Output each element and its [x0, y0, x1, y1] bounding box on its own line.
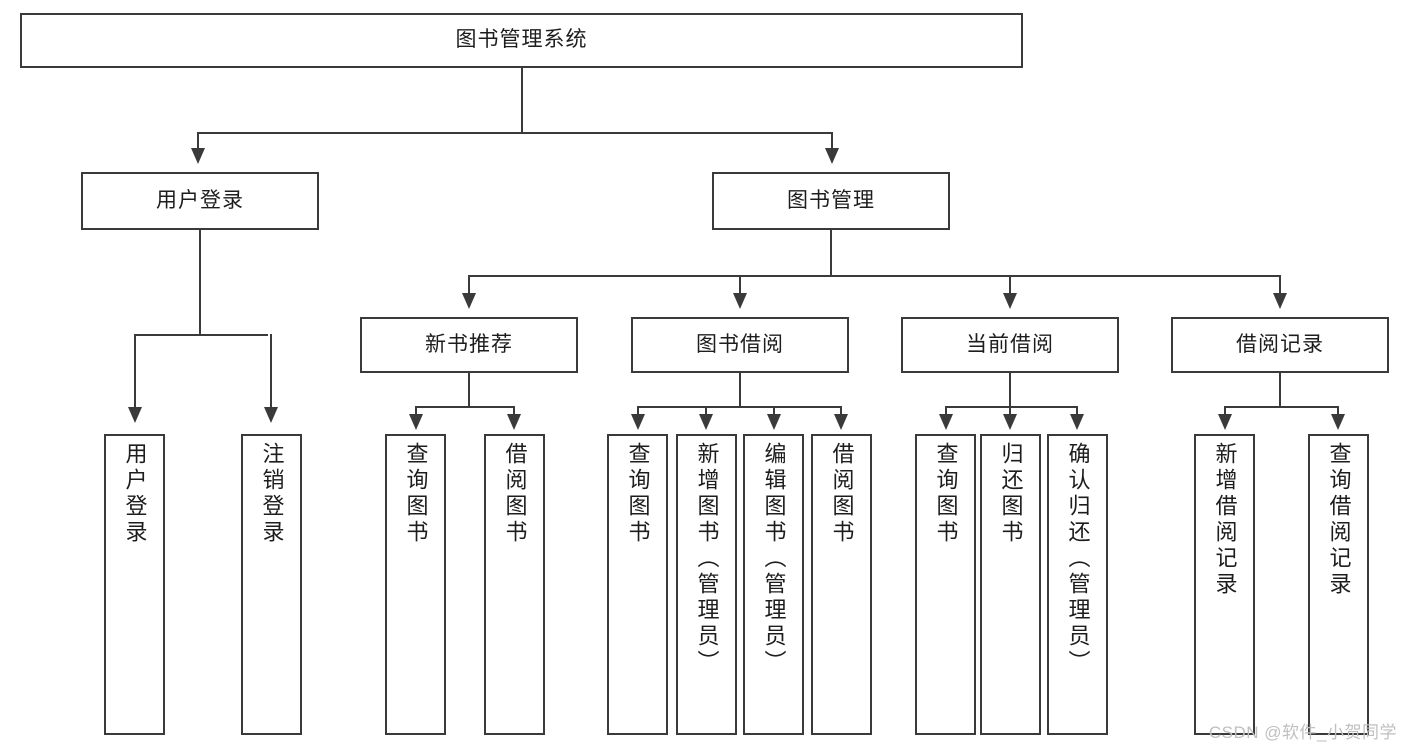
arrow-root-to-book-management — [825, 148, 839, 164]
connector-current-borrow-child-2 — [1009, 406, 1011, 418]
node-label: 当前借阅 — [966, 332, 1054, 356]
connector-new-book-child-2 — [513, 406, 515, 418]
node-label: 确认归还（管理员） — [1065, 442, 1091, 676]
leaf-borrow-book-recommend[interactable]: 借阅图书 — [484, 434, 545, 735]
node-user-login[interactable]: 用户登录 — [81, 172, 319, 230]
connector-borrow-record-bus — [1224, 406, 1339, 408]
node-label: 用户登录 — [122, 442, 148, 546]
arrow-current-borrow-child-2 — [1003, 414, 1017, 430]
node-new-book-recommend[interactable]: 新书推荐 — [360, 317, 578, 373]
connector-current-borrow-bus — [945, 406, 1078, 408]
node-label: 图书借阅 — [696, 332, 784, 356]
leaf-borrow-book[interactable]: 借阅图书 — [811, 434, 872, 735]
connector-current-borrow-child-1 — [945, 406, 947, 418]
leaf-return-book[interactable]: 归还图书 — [980, 434, 1041, 735]
leaf-user-login[interactable]: 用户登录 — [104, 434, 165, 735]
node-label: 新增借阅记录 — [1212, 442, 1238, 598]
node-label: 新增图书（管理员） — [694, 442, 720, 676]
arrow-bm-to-book-borrow — [733, 293, 747, 309]
connector-bm-to-borrow-record — [1279, 275, 1281, 295]
arrow-book-borrow-child-4 — [834, 414, 848, 430]
connector-borrow-record-child-2 — [1337, 406, 1339, 418]
node-label: 查询图书 — [933, 442, 959, 546]
connector-user-login-child-1 — [134, 334, 136, 409]
arrow-new-book-child-1 — [409, 414, 423, 430]
node-label: 借阅图书 — [829, 442, 855, 546]
arrow-current-borrow-child-1 — [939, 414, 953, 430]
node-label: 新书推荐 — [425, 332, 513, 356]
connector-borrow-record-child-1 — [1224, 406, 1226, 418]
connector-root-to-book-management — [831, 132, 833, 150]
connector-book-borrow-bus — [637, 406, 841, 408]
leaf-confirm-return-admin[interactable]: 确认归还（管理员） — [1047, 434, 1108, 735]
connector-root-bus — [197, 132, 833, 134]
arrow-user-login-child-2 — [264, 407, 278, 423]
arrow-book-borrow-child-1 — [631, 414, 645, 430]
arrow-book-borrow-child-2 — [699, 414, 713, 430]
arrow-bm-to-current-borrow — [1003, 293, 1017, 309]
node-label: 用户登录 — [156, 188, 244, 212]
connector-user-login-bus — [134, 334, 268, 336]
arrow-book-borrow-child-3 — [767, 414, 781, 430]
leaf-logout[interactable]: 注销登录 — [241, 434, 302, 735]
node-label: 编辑图书（管理员） — [761, 442, 787, 676]
node-label: 图书管理 — [787, 188, 875, 212]
arrow-user-login-child-1 — [128, 407, 142, 423]
node-book-borrow[interactable]: 图书借阅 — [631, 317, 849, 373]
connector-current-borrow-stem — [1009, 373, 1011, 407]
connector-book-borrow-stem — [739, 373, 741, 407]
connector-book-management-stem — [830, 230, 832, 276]
connector-root-to-user-login — [197, 132, 199, 150]
connector-borrow-record-stem — [1279, 373, 1281, 407]
node-label: 借阅记录 — [1236, 332, 1324, 356]
arrow-bm-to-borrow-record — [1273, 293, 1287, 309]
arrow-current-borrow-child-3 — [1070, 414, 1084, 430]
arrow-bm-to-new-book — [462, 293, 476, 309]
leaf-add-book-admin[interactable]: 新增图书（管理员） — [676, 434, 737, 735]
node-book-management[interactable]: 图书管理 — [712, 172, 950, 230]
arrow-borrow-record-child-1 — [1218, 414, 1232, 430]
arrow-root-to-user-login — [191, 148, 205, 164]
node-label: 查询图书 — [403, 442, 429, 546]
node-label: 查询图书 — [625, 442, 651, 546]
node-root-book-management-system[interactable]: 图书管理系统 — [20, 13, 1023, 68]
node-current-borrow[interactable]: 当前借阅 — [901, 317, 1119, 373]
leaf-edit-book-admin[interactable]: 编辑图书（管理员） — [743, 434, 804, 735]
connector-root-stem — [521, 68, 523, 133]
connector-book-management-bus — [468, 275, 1280, 277]
arrow-new-book-child-2 — [507, 414, 521, 430]
connector-new-book-child-1 — [415, 406, 417, 418]
node-label: 图书管理系统 — [455, 28, 588, 52]
node-label: 查询借阅记录 — [1326, 442, 1352, 598]
connector-new-book-bus — [415, 406, 515, 408]
node-label: 注销登录 — [259, 442, 285, 546]
node-label: 借阅图书 — [502, 442, 528, 546]
leaf-query-book-borrow[interactable]: 查询图书 — [607, 434, 668, 735]
leaf-query-borrow-record[interactable]: 查询借阅记录 — [1308, 434, 1369, 735]
connector-new-book-stem — [468, 373, 470, 407]
connector-user-login-stem — [199, 230, 201, 335]
connector-current-borrow-child-3 — [1076, 406, 1078, 418]
connector-book-borrow-child-3 — [773, 406, 775, 418]
connector-bm-to-new-book — [468, 275, 470, 295]
connector-bm-to-current-borrow — [1009, 275, 1011, 295]
connector-bm-to-book-borrow — [739, 275, 741, 295]
arrow-borrow-record-child-2 — [1331, 414, 1345, 430]
node-label: 归还图书 — [998, 442, 1024, 546]
leaf-add-borrow-record[interactable]: 新增借阅记录 — [1194, 434, 1255, 735]
connector-book-borrow-child-2 — [705, 406, 707, 418]
node-borrow-record[interactable]: 借阅记录 — [1171, 317, 1389, 373]
connector-book-borrow-child-4 — [840, 406, 842, 418]
connector-user-login-child-2 — [270, 334, 272, 409]
leaf-query-book-recommend[interactable]: 查询图书 — [385, 434, 446, 735]
leaf-query-book-current[interactable]: 查询图书 — [915, 434, 976, 735]
connector-book-borrow-child-1 — [637, 406, 639, 418]
